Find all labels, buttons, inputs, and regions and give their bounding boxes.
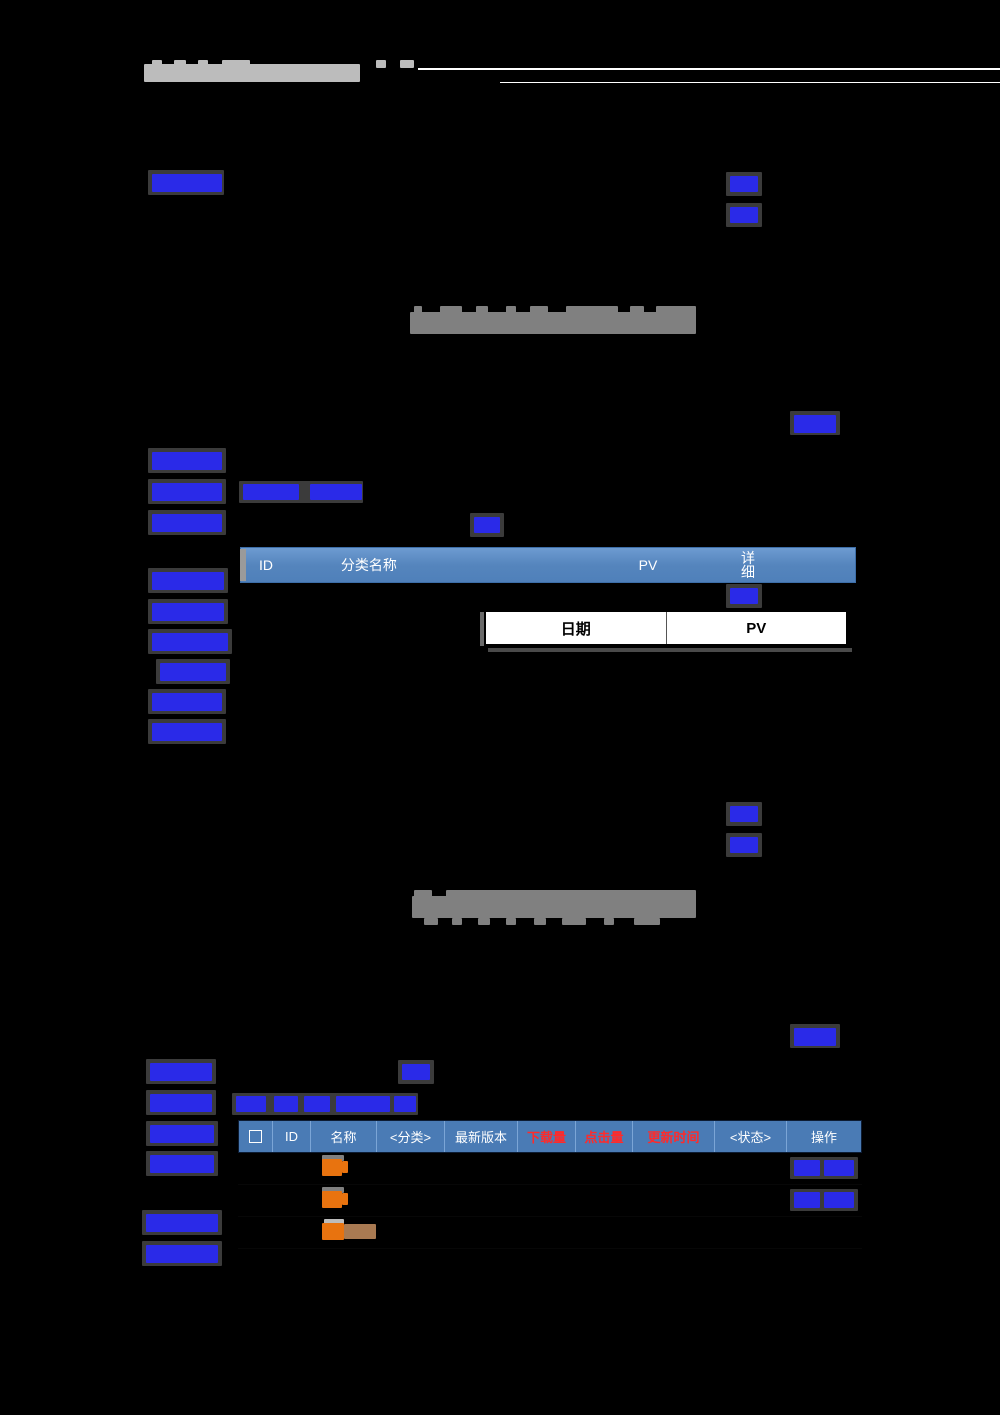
pv-popup-col-date: 日期 (560, 620, 591, 638)
app-table-col-5[interactable]: 下载量 (518, 1121, 576, 1152)
page-title-ascender (174, 60, 186, 68)
row-2-name-redacted[interactable] (322, 1191, 342, 1208)
category-add-button[interactable] (794, 415, 836, 433)
row-2-action-edit[interactable] (794, 1192, 820, 1208)
left-label-12[interactable] (146, 1245, 218, 1263)
app-table-col-4[interactable]: 最新版本 (445, 1121, 518, 1152)
popup-grip (480, 612, 485, 646)
app-table-col-2[interactable]: 名称 (311, 1121, 377, 1152)
bulk-action-4[interactable] (336, 1096, 390, 1112)
app-table-col-1[interactable]: ID (273, 1121, 311, 1152)
app-table-col-8[interactable]: <状态> (715, 1121, 787, 1152)
page-title-ascender (222, 60, 250, 68)
row-2-action-delete[interactable] (824, 1192, 854, 1208)
left-label-2[interactable] (152, 603, 224, 621)
left-label-9[interactable] (150, 1125, 214, 1143)
filter-label-three (152, 514, 222, 532)
pv-popup-table-header: 日期 PV (484, 610, 848, 646)
header-divider-rule-lower (500, 82, 1000, 83)
page-title-ascender (376, 60, 386, 68)
left-label-8[interactable] (150, 1094, 212, 1112)
category-col-detail[interactable]: 详细 (741, 550, 755, 580)
row-1-name-redacted[interactable] (322, 1159, 342, 1176)
app-table-col-7[interactable]: 更新时间 (633, 1121, 715, 1152)
app-table-select-all-checkbox[interactable] (239, 1121, 273, 1152)
page-title-ascender (400, 60, 414, 68)
app-search-button[interactable] (402, 1064, 430, 1080)
section-one-action-primary[interactable] (730, 176, 758, 192)
section-one-label-redacted[interactable] (152, 174, 222, 192)
category-table-header: ID 分类名称 PV 详细 (240, 547, 856, 583)
bulk-action-2[interactable] (274, 1096, 298, 1112)
bulk-action-3[interactable] (304, 1096, 330, 1112)
page-title-redacted (144, 64, 360, 82)
pv-detail-link[interactable] (730, 588, 758, 604)
row-1-name-tail (342, 1161, 348, 1173)
row-icon-backing (322, 1155, 344, 1161)
checkbox-icon[interactable] (249, 1130, 262, 1143)
section-three-action-primary[interactable] (730, 806, 758, 822)
category-col-name[interactable]: 分类名称 (340, 557, 397, 573)
category-col-id[interactable]: ID (259, 557, 273, 573)
row-2-name-tail (342, 1193, 348, 1205)
section-one-action-secondary[interactable] (730, 207, 758, 223)
app-add-button[interactable] (794, 1028, 836, 1046)
left-label-5[interactable] (152, 693, 222, 711)
row-3-name-extra (344, 1224, 376, 1239)
left-label-4[interactable] (160, 663, 226, 681)
filter-label-one (152, 452, 222, 470)
bulk-action-5[interactable] (394, 1096, 416, 1112)
row-1-action-edit[interactable] (794, 1160, 820, 1176)
category-table-left-grip (240, 549, 246, 581)
page-title-ascender (152, 60, 162, 68)
bulk-action-1[interactable] (236, 1096, 266, 1112)
left-label-7[interactable] (150, 1063, 212, 1081)
row-icon-backing (322, 1187, 344, 1193)
filter-option-two[interactable] (310, 484, 362, 500)
row-1-action-delete[interactable] (824, 1160, 854, 1176)
filter-submit-button[interactable] (474, 517, 500, 533)
app-table-col-3[interactable]: <分类> (377, 1121, 445, 1152)
popup-shadow (488, 648, 852, 652)
header-divider-rule (418, 68, 1000, 70)
left-label-3[interactable] (152, 633, 228, 651)
filter-option-one[interactable] (243, 484, 299, 500)
left-label-11[interactable] (146, 1214, 218, 1232)
left-label-1[interactable] (152, 572, 224, 590)
left-label-6[interactable] (152, 723, 222, 741)
app-table-col-9[interactable]: 操作 (787, 1121, 861, 1152)
row-3-name-redacted[interactable] (322, 1223, 344, 1240)
pv-popup-col-pv: PV (665, 612, 847, 644)
left-label-10[interactable] (150, 1155, 214, 1173)
filter-label-two (152, 483, 222, 501)
section-three-action-secondary[interactable] (730, 837, 758, 853)
category-col-pv[interactable]: PV (638, 557, 658, 573)
page-title-ascender (198, 60, 208, 68)
app-table-col-6[interactable]: 点击量 (576, 1121, 633, 1152)
